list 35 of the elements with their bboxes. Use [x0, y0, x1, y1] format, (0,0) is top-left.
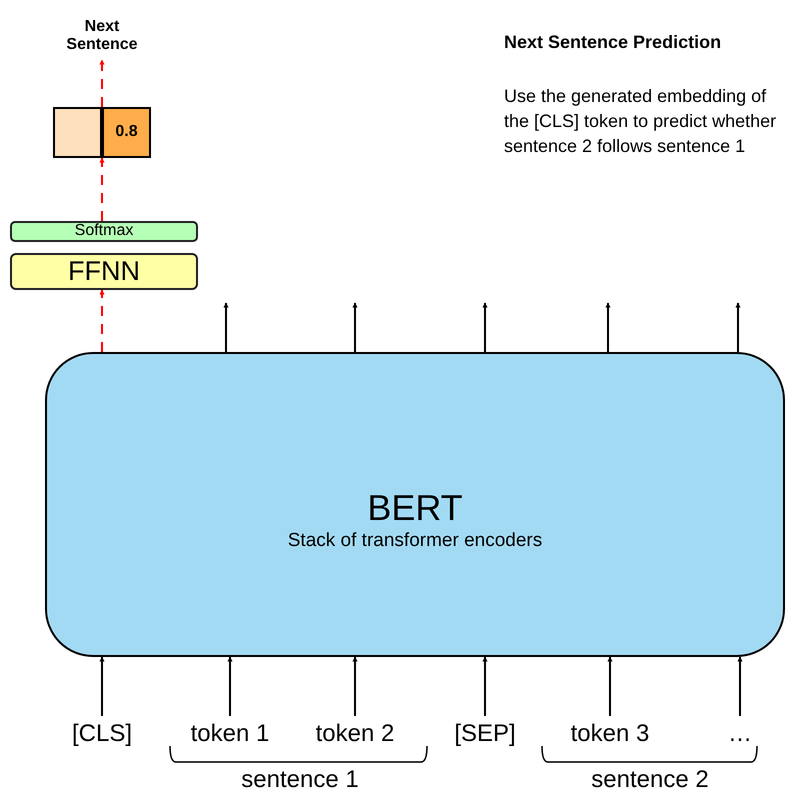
token-label: token 2: [316, 720, 394, 748]
heading: Next Sentence Prediction: [504, 32, 722, 53]
token-label: [CLS]: [72, 720, 132, 748]
arrow: [100, 60, 104, 107]
arrow: [482, 656, 488, 716]
arrow: [100, 158, 104, 221]
group-label: sentence 1: [240, 765, 360, 794]
model-name: BERT: [367, 486, 463, 528]
model-description: Stack of transformer encoders: [288, 530, 542, 552]
output-label: Next Sentence: [65, 18, 139, 54]
probability-cell: [102, 107, 151, 158]
arrow: [606, 302, 610, 352]
arrow: [100, 656, 104, 716]
arrow: [224, 302, 228, 352]
arrow: [738, 656, 742, 716]
probability-value: 0.8: [115, 123, 138, 142]
arrow: [736, 302, 740, 352]
arrow: [352, 302, 358, 352]
layer-label: FFNN: [68, 256, 140, 288]
arrow: [482, 302, 488, 352]
model-block: [45, 352, 785, 657]
arrow: [228, 656, 232, 716]
layer-label: Softmax: [74, 222, 134, 241]
description-text: Use the generated embedding of the [CLS] token to predict whether sentence 2 follows sentence 1: [504, 85, 778, 158]
token-label: token 3: [570, 720, 650, 748]
probability-cell: [53, 107, 102, 158]
token-label: token 1: [190, 720, 270, 748]
arrow: [352, 656, 358, 716]
token-label: [SEP]: [454, 720, 516, 748]
layer-box: [10, 221, 198, 242]
group-label: sentence 2: [590, 765, 710, 794]
layer-box: [10, 253, 198, 290]
arrow: [100, 290, 104, 352]
arrow: [608, 656, 612, 716]
token-label: …: [728, 720, 752, 748]
